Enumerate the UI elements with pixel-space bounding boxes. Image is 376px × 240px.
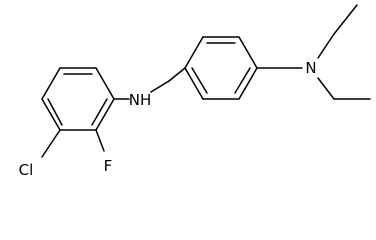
bond [95,98,115,131]
atom-label-f: F [104,157,113,175]
chemical-structure-diagram: NH N Cl F [19,4,371,179]
double-bond-inner [191,67,208,94]
bond-nh-to-ch2 [150,80,170,93]
bond-n-to-ethyl-up [317,33,335,59]
bond-ring-to-f [95,129,105,152]
right-benzene-ring [184,36,258,100]
bond [238,67,258,100]
bond [95,67,115,100]
double-bond-inner [47,98,63,126]
bond [184,36,204,69]
bond [238,36,258,69]
atom-label-n: N [305,59,316,77]
atom-label-nh: NH [129,91,152,109]
bond-ring-to-cl [41,129,61,158]
bond [184,67,204,100]
atom-label-cl: Cl [19,161,34,179]
bond [41,98,61,131]
double-bond-inner [234,67,251,94]
bond-ethyl-up-terminal [333,4,358,35]
bond-ch2-to-ring [168,67,186,82]
bond-n-to-ethyl-down [317,77,335,100]
bond [41,67,61,100]
left-benzene-ring [41,67,115,131]
double-bond-inner [91,98,108,126]
